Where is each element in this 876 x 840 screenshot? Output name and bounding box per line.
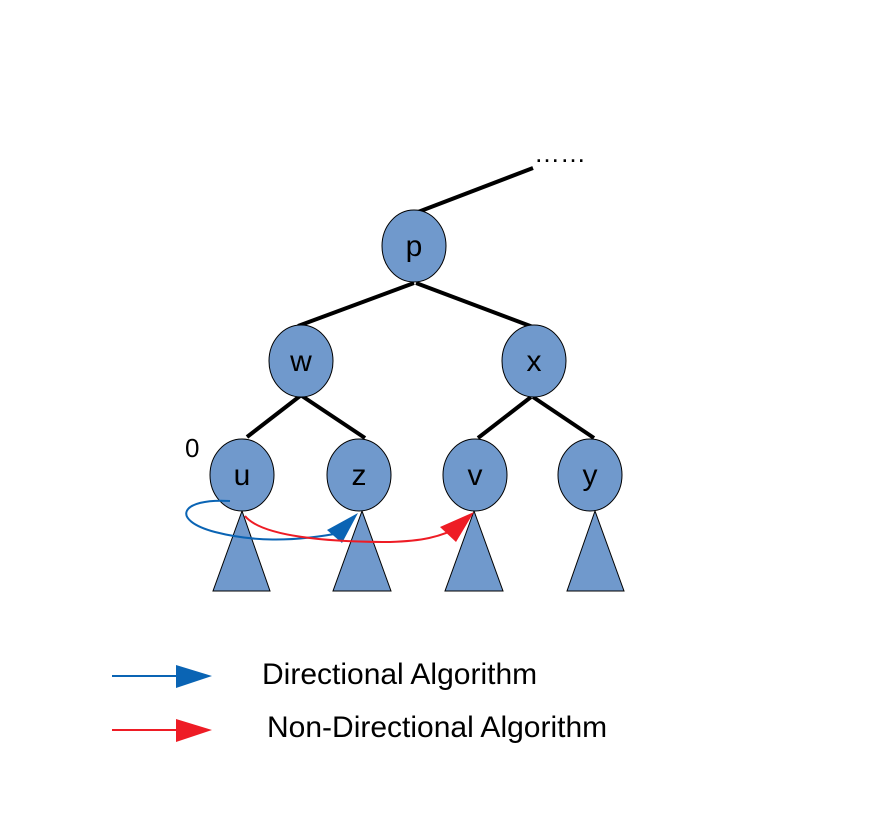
directional-path: [185, 499, 358, 543]
edge-w-u: [245, 394, 302, 439]
node-x: [501, 324, 567, 398]
node-z-label: z: [352, 459, 367, 492]
legend-directional-arrow: [112, 665, 212, 688]
top-ellipsis: ……: [534, 138, 586, 168]
edge-root-to-p: [417, 166, 534, 214]
node-w: [268, 324, 334, 398]
legend-non-directional-label: Non-Directional Algorithm: [267, 711, 608, 744]
legend-non-directional-arrow: [112, 719, 212, 742]
node-u: [209, 438, 275, 512]
tree-nodes: [209, 209, 623, 512]
edge-p-w: [297, 281, 415, 328]
node-v: [442, 438, 508, 512]
node-u-label: u: [234, 459, 251, 492]
non-directional-arrowhead: [440, 512, 474, 542]
subtrees: [212, 509, 625, 592]
edge-w-z: [300, 394, 367, 440]
subtree-y: [566, 509, 625, 592]
node-x-label: x: [527, 345, 542, 378]
subtree-v: [444, 509, 504, 592]
edge-p-x: [415, 281, 534, 329]
node-z: [326, 438, 392, 512]
edge-x-v: [476, 395, 533, 440]
node-y: [557, 438, 623, 512]
subtree-u: [212, 509, 271, 592]
subtree-z: [332, 509, 392, 592]
directional-arrowhead: [327, 513, 358, 543]
legend-directional-label: Directional Algorithm: [262, 658, 538, 691]
edge-x-y: [531, 395, 596, 440]
node-p-label: p: [406, 230, 423, 263]
node-p: [381, 209, 447, 283]
start-marker-label: 0: [185, 433, 199, 463]
tree-edges: [245, 166, 596, 440]
non-directional-path: [244, 512, 474, 544]
node-w-label: w: [289, 345, 312, 378]
node-y-label: y: [583, 459, 598, 492]
node-v-label: v: [468, 459, 483, 492]
